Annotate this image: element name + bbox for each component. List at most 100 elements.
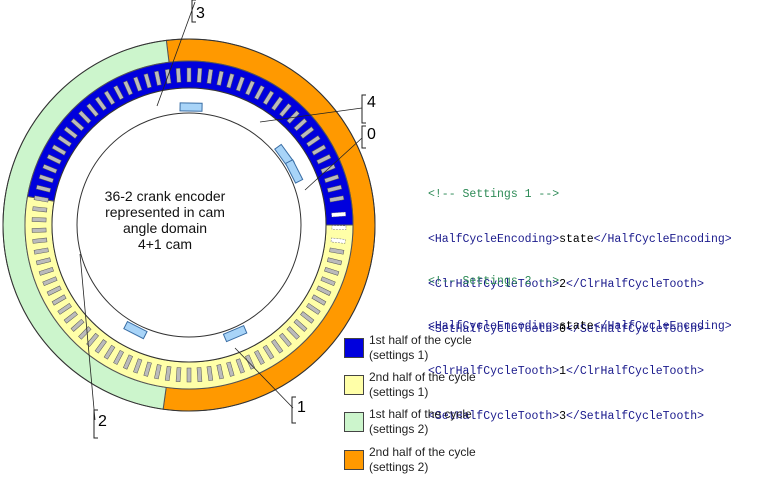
callout-leaders xyxy=(79,0,366,439)
legend-line: 2nd half of the cycle xyxy=(369,370,476,384)
xml-value: state xyxy=(559,320,594,333)
cam-tooth xyxy=(179,102,203,112)
crank-tooth xyxy=(78,110,92,124)
legend-text: 1st half of the cycle (settings 1) xyxy=(369,333,472,363)
crank-tooth xyxy=(31,217,47,223)
xml-close-tag: </ClrHalfCycleTooth> xyxy=(566,278,705,291)
crank-tooth xyxy=(32,237,48,244)
crank-tooth xyxy=(235,358,245,374)
xml-value: state xyxy=(559,233,594,246)
crank-tooth xyxy=(254,85,265,101)
crank-tooth xyxy=(38,266,54,276)
crank-tooth xyxy=(32,206,48,213)
crank-tooth xyxy=(33,247,49,255)
crank-tooth xyxy=(70,118,85,132)
crank-tooth xyxy=(122,80,133,96)
crank-tooth xyxy=(113,349,124,365)
crank-tooth xyxy=(31,227,47,233)
crank-tooth xyxy=(38,174,54,184)
crank-tooth xyxy=(94,339,107,354)
crank-tooth xyxy=(94,96,107,111)
xml-line: <SetHalfCycleTooth>0</SetHalfCycleTooth> xyxy=(428,322,732,337)
crank-teeth xyxy=(31,67,347,383)
crank-tooth xyxy=(235,76,245,92)
legend-text: 2nd half of the cycle (settings 2) xyxy=(369,445,476,475)
callout-bracket xyxy=(361,125,366,149)
crank-tooth xyxy=(286,326,300,340)
callout-label-3: 3 xyxy=(196,5,205,22)
crank-tooth xyxy=(133,76,143,92)
center-label: 36-2 crank encoder represented in cam an… xyxy=(95,188,235,252)
center-label-line: angle domain xyxy=(122,220,208,236)
xml-open-tag: <ClrHalfCycleTooth> xyxy=(428,278,560,291)
callout-label-0: 0 xyxy=(367,126,376,143)
crank-tooth xyxy=(35,257,52,266)
crank-tooth xyxy=(143,73,152,89)
encoder-rings xyxy=(2,38,376,412)
crank-tooth xyxy=(316,154,332,165)
crank-tooth xyxy=(78,326,92,340)
legend-line: (settings 1) xyxy=(369,385,429,399)
crank-tooth xyxy=(186,367,192,383)
crank-tooth xyxy=(311,144,327,156)
crank-tooth xyxy=(133,358,143,374)
xml-value: 2 xyxy=(559,278,567,291)
callout-bracket xyxy=(291,396,296,424)
crank-tooth xyxy=(293,318,308,332)
crank-tooth xyxy=(46,285,62,296)
crank-tooth xyxy=(103,344,116,360)
crank-tooth xyxy=(63,311,78,324)
crank-tooth xyxy=(122,354,133,370)
crank-tooth xyxy=(311,294,327,306)
crank-tooth xyxy=(324,174,340,184)
center-label-line: represented in cam xyxy=(105,204,225,220)
legend-line: 2nd half of the cycle xyxy=(369,445,476,459)
crank-tooth xyxy=(35,184,52,193)
crank-tooth xyxy=(113,85,124,101)
xml-open-tag: <ClrHalfCycleTooth> xyxy=(428,365,560,378)
legend-item-second-half-settings2: 2nd half of the cycle (settings 2) xyxy=(344,445,476,475)
xml-line: <SetHalfCycleTooth>3</SetHalfCycleTooth> xyxy=(428,409,732,424)
crank-tooth xyxy=(326,184,343,193)
legend-swatch xyxy=(344,450,364,470)
crank-tooth xyxy=(324,266,340,276)
crank-tooth xyxy=(326,257,343,266)
xml-line: <HalfCycleEncoding>state</HalfCycleEncod… xyxy=(428,232,732,247)
outer-edge xyxy=(2,38,376,412)
crank-tooth xyxy=(154,70,162,86)
crank-tooth xyxy=(51,144,67,156)
crank-tooth xyxy=(226,361,235,377)
crank-tooth xyxy=(196,67,203,83)
legend-line: (settings 1) xyxy=(369,348,429,362)
legend-swatch xyxy=(344,375,364,395)
xml-close-tag: </ClrHalfCycleTooth> xyxy=(566,365,705,378)
xml-close-tag: </SetHalfCycleTooth> xyxy=(566,323,705,336)
crank-tooth xyxy=(271,339,284,354)
callout-leader-0 xyxy=(304,137,363,191)
crank-tooth xyxy=(279,103,292,118)
crank-tooth xyxy=(279,332,292,347)
crank-tooth xyxy=(33,195,49,203)
callout-bracket xyxy=(93,409,98,439)
crank-tooth xyxy=(300,126,315,139)
legend-line: (settings 2) xyxy=(369,422,429,436)
center-label-line: 36-2 crank encoder xyxy=(104,188,226,204)
missing-tooth xyxy=(330,237,346,244)
crank-tooth xyxy=(206,366,214,382)
crank-tooth xyxy=(103,90,116,106)
xml-line: <ClrHalfCycleTooth>1</ClrHalfCycleTooth> xyxy=(428,364,732,379)
xml-close-tag: </SetHalfCycleTooth> xyxy=(566,410,705,423)
crank-tooth xyxy=(186,67,192,83)
crank-tooth xyxy=(42,164,58,174)
crank-tooth xyxy=(271,96,284,111)
crank-tooth xyxy=(320,276,336,286)
xml-value: 1 xyxy=(559,365,567,378)
xml-close-tag: </HalfCycleEncoding> xyxy=(593,233,732,246)
callout-label-1: 1 xyxy=(297,399,306,416)
crank-tooth xyxy=(293,118,308,132)
legend-swatch xyxy=(344,338,364,358)
callout-leader-1 xyxy=(234,347,294,409)
crank-tooth xyxy=(262,344,275,360)
inner-circle xyxy=(76,112,302,338)
